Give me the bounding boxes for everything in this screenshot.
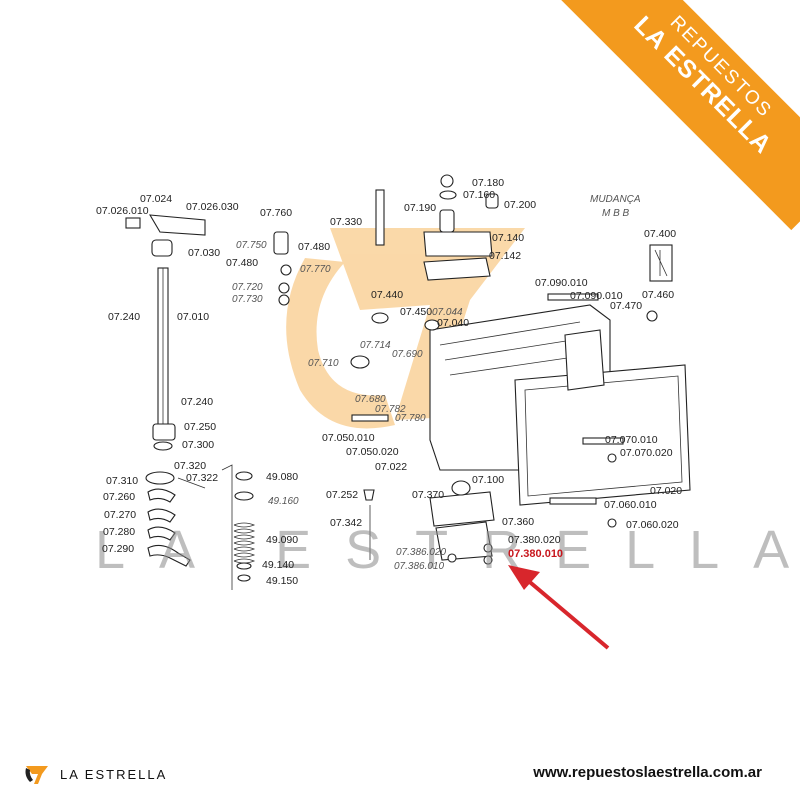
part-labels: 07.024 07.026.010 07.026.030 07.030 07.0… [96, 177, 682, 587]
part-label: 07.750 [236, 240, 267, 251]
part-label: 07.720 [232, 282, 263, 293]
part-label: 07.710 [308, 358, 339, 369]
part-label: 49.090 [266, 534, 298, 546]
part-label: 07.780 [395, 413, 426, 424]
part-label: 07.760 [260, 207, 292, 219]
part-label: 07.770 [300, 264, 331, 275]
part-label: 07.782 [375, 404, 406, 415]
part-label: 07.100 [472, 474, 504, 486]
footer-website-url[interactable]: www.repuestoslaestrella.com.ar [533, 764, 762, 781]
part-label: 07.070.010 [605, 434, 658, 446]
part-label: 49.080 [266, 471, 298, 483]
part-label: 07.330 [330, 216, 362, 228]
part-label: 07.690 [392, 349, 423, 360]
part-label: 07.380.020 [508, 534, 561, 546]
part-label: 07.320 [174, 460, 206, 472]
part-label: 07.386.020 [396, 547, 446, 558]
part-label: 07.140 [492, 232, 524, 244]
watermark-text: LA ESTRELLA [95, 520, 800, 580]
part-label: 07.090.010 [535, 277, 588, 289]
diagram-note: MUDANÇA [590, 194, 641, 205]
part-label: 07.200 [504, 199, 536, 211]
spring-column [221, 464, 256, 590]
part-label: 07.680 [355, 394, 386, 405]
part-label: 07.190 [404, 202, 436, 214]
part-label: 07.026.030 [186, 201, 239, 213]
part-label: 49.160 [268, 496, 299, 507]
part-label: 07.142 [489, 250, 521, 262]
part-label: 07.386.010 [394, 561, 444, 572]
part-label: 07.160 [463, 189, 495, 201]
part-label: 07.044 [432, 307, 463, 318]
highlighted-part-label: 07.380.010 [508, 548, 563, 560]
part-label: 07.024 [140, 193, 172, 205]
part-label: 07.460 [642, 289, 674, 301]
part-label: 07.022 [375, 461, 407, 473]
part-label: 07.280 [103, 526, 135, 538]
part-label: 07.030 [188, 247, 220, 259]
part-label: 07.252 [326, 489, 358, 501]
part-label: 07.260 [103, 491, 135, 503]
part-label: 07.070.020 [620, 447, 673, 459]
part-label: 07.370 [412, 489, 444, 501]
part-label: 07.400 [644, 228, 676, 240]
part-label: 07.480 [298, 241, 330, 253]
part-label: 07.240 [108, 311, 140, 323]
part-label: 07.730 [232, 294, 263, 305]
part-label: 07.300 [182, 439, 214, 451]
part-label: 07.360 [502, 516, 534, 528]
part-label: 07.020 [650, 485, 682, 497]
part-label: 07.180 [472, 177, 504, 189]
part-label: 07.090.010 [570, 290, 623, 302]
part-label: 07.310 [106, 475, 138, 487]
part-label: 07.240 [181, 396, 213, 408]
part-label: 07.450 [400, 306, 432, 318]
lower-middle-parts [363, 480, 495, 565]
upper-middle-parts [273, 174, 499, 306]
selector-forks-stack [145, 471, 206, 567]
red-arrow-icon [508, 565, 610, 650]
part-label: 07.060.020 [626, 519, 679, 531]
part-label: 49.140 [262, 559, 294, 571]
part-label: 07.470 [610, 300, 642, 312]
part-label: 49.150 [266, 575, 298, 587]
brand-logo-icon [25, 766, 48, 784]
part-label: 07.342 [330, 517, 362, 529]
part-label: 07.290 [102, 543, 134, 555]
part-label: 07.440 [371, 289, 403, 301]
part-label: 07.026.010 [96, 205, 149, 217]
part-label: 07.250 [184, 421, 216, 433]
part-label: 07.010 [177, 311, 209, 323]
diagram-note-sub: M B B [602, 208, 630, 219]
part-label: 07.040 [437, 317, 469, 329]
footer-brand-name: LA ESTRELLA [60, 767, 168, 782]
part-label: 07.270 [104, 509, 136, 521]
shaft-assembly [125, 214, 206, 451]
part-label: 07.714 [360, 340, 391, 351]
part-label: 07.322 [186, 472, 218, 484]
part-label: 07.050.020 [346, 446, 399, 458]
part-label: 07.050.010 [322, 432, 375, 444]
part-label: 07.060.010 [604, 499, 657, 511]
gearbox-housing [350, 244, 691, 528]
part-label: 07.480 [226, 257, 258, 269]
